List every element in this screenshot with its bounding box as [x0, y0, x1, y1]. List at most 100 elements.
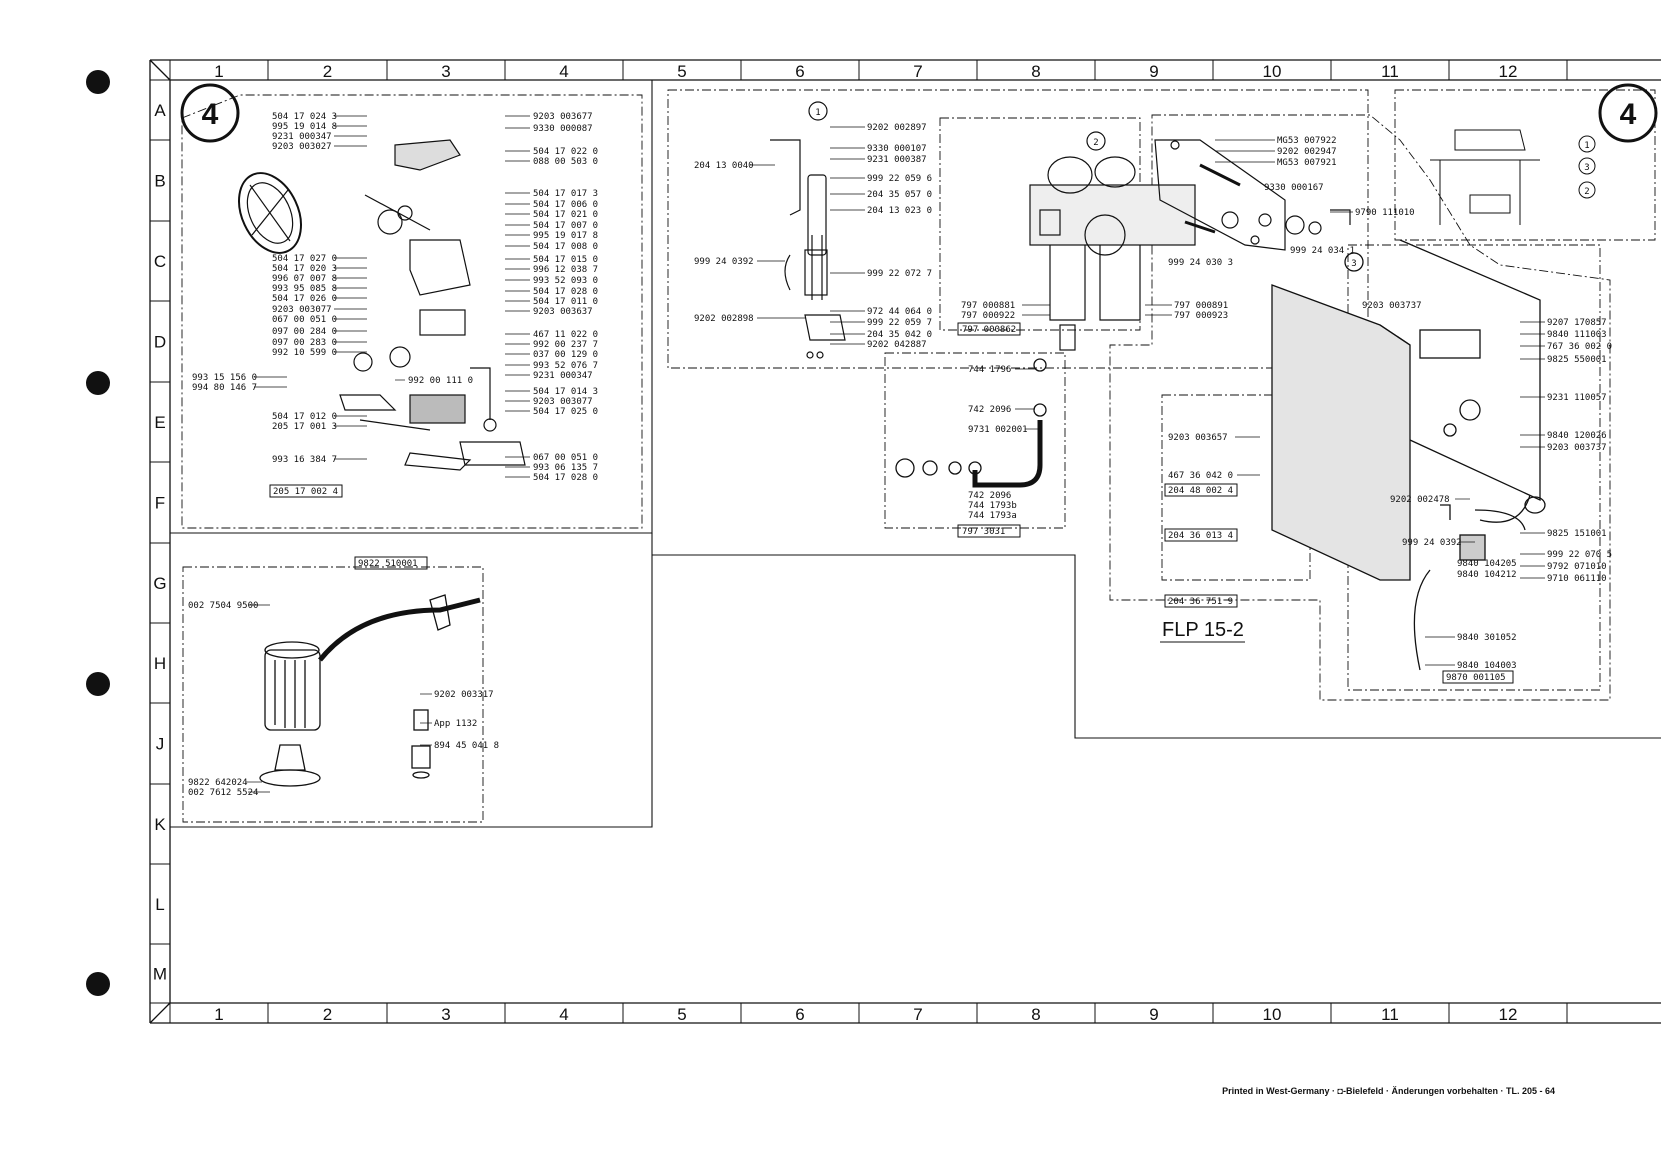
diagram-title: FLP 15-2 [1162, 619, 1244, 641]
column-label: 8 [1031, 1005, 1040, 1024]
part-number: 504 17 024 3 [272, 112, 337, 122]
part-number: 204 48 002 4 [1168, 486, 1233, 496]
part-number: 205 17 002 4 [273, 487, 338, 497]
part-number: 088 00 503 0 [533, 157, 598, 167]
part-number: 995 19 014 8 [272, 122, 337, 132]
part-number: 9822 510001 [358, 559, 418, 569]
part-number: 002 7504 9500 [188, 601, 258, 611]
part-number: 9202 042887 [867, 340, 927, 350]
row-label: F [155, 494, 165, 513]
part-number: 467 36 042 0 [1168, 471, 1233, 481]
callout-number: 1 [815, 108, 820, 118]
part-number: 797 000881 [961, 301, 1015, 311]
filter-regulator-illustration [1029, 131, 1196, 351]
row-label: L [155, 895, 164, 914]
part-number: 797 000922 [961, 311, 1015, 321]
part-number: 9840 120026 [1547, 431, 1607, 441]
part-number: 205 17 001 3 [272, 422, 337, 432]
machine-overview-illustration [1430, 129, 1540, 225]
part-number: 972 44 064 0 [867, 307, 932, 317]
column-label: 9 [1149, 1005, 1158, 1024]
callout-number: 2 [1584, 187, 1589, 197]
part-number: 9825 151001 [1547, 529, 1607, 539]
panel-borders [170, 80, 1661, 828]
row-label: D [154, 333, 166, 352]
valve-illustration [770, 101, 846, 359]
bracket-illustration [1154, 139, 1351, 251]
column-label: 7 [913, 62, 922, 81]
callout-circle [1578, 157, 1596, 175]
part-number: 742 2096 [968, 405, 1011, 415]
part-number: 9207 170857 [1547, 318, 1607, 328]
part-number: 744 1796 [968, 365, 1011, 375]
part-number: 9231 000347 [272, 132, 332, 142]
part-number: 9840 301052 [1457, 633, 1517, 643]
part-number: 996 07 007 8 [272, 274, 337, 284]
part-number: MG53 007922 [1277, 136, 1337, 146]
part-number: 9203 003027 [272, 142, 332, 152]
part-number: 999 24 0392 [694, 257, 754, 267]
part-number: 067 00 051 0 [533, 453, 598, 463]
part-number: 993 52 076 7 [533, 361, 598, 371]
part-number: 9203 003737 [1362, 301, 1422, 311]
sheet-badge-right: 4 [1598, 83, 1658, 143]
part-number: App 1132 [434, 719, 477, 729]
part-number: 9203 003657 [1168, 433, 1228, 443]
part-number: 504 17 025 0 [533, 407, 598, 417]
label-boxes [269, 322, 1514, 684]
part-number: 894 45 041 8 [434, 741, 499, 751]
part-number: 9202 002947 [1277, 147, 1337, 157]
part-number: 744 1793a [968, 511, 1017, 521]
part-number: 067 00 051 0 [272, 315, 337, 325]
part-number: 9840 104212 [1457, 570, 1517, 580]
callout-number: 1 [1584, 141, 1589, 151]
punch-hole [86, 972, 110, 996]
part-number: 9330 000107 [867, 144, 927, 154]
part-number: 993 15 156 0 [192, 373, 257, 383]
sheet-badge-left: 4 [180, 83, 240, 143]
column-label: 3 [441, 1005, 450, 1024]
column-grid-ticks [169, 60, 1568, 1023]
column-label: 6 [795, 1005, 804, 1024]
part-number: 744 1793b [968, 501, 1017, 511]
part-number: 504 17 008 0 [533, 242, 598, 252]
part-number: 999 22 070 5 [1547, 550, 1612, 560]
column-label: 3 [441, 62, 450, 81]
part-number: 9231 110057 [1547, 393, 1607, 403]
part-number: 504 17 012 0 [272, 412, 337, 422]
part-number: 992 00 237 7 [533, 340, 598, 350]
part-number: 996 12 038 7 [533, 265, 598, 275]
part-number: 797 000891 [1174, 301, 1228, 311]
part-number: 504 17 022 0 [533, 147, 598, 157]
column-label: 12 [1499, 62, 1518, 81]
part-number: 999 22 072 7 [867, 269, 932, 279]
callout-circle [1578, 135, 1596, 153]
part-number: 9790 111010 [1355, 208, 1415, 218]
part-number: 797 000862 [962, 325, 1016, 335]
footer-imprint: Printed in West-Germany · ◘-Bielefeld · … [1222, 1086, 1555, 1096]
part-number: 9731 002001 [968, 425, 1028, 435]
part-number: 9822 642024 [188, 778, 248, 788]
part-number: 9330 000087 [533, 124, 593, 134]
row-label: J [156, 735, 165, 754]
part-number: 995 19 017 8 [533, 231, 598, 241]
part-number: 742 2096 [968, 491, 1011, 501]
part-number: 992 10 599 0 [272, 348, 337, 358]
part-number: 504 17 026 0 [272, 294, 337, 304]
sheet-badge-text: 4 [1620, 98, 1637, 131]
part-number: 999 24 034 1 [1290, 246, 1355, 256]
column-label: 10 [1263, 62, 1282, 81]
part-number: 504 17 007 0 [533, 221, 598, 231]
part-number: 9825 550001 [1547, 355, 1607, 365]
column-label: 12 [1499, 1005, 1518, 1024]
callout-number: 2 [1093, 138, 1098, 148]
part-number: 504 17 006 0 [533, 200, 598, 210]
column-label: 4 [559, 62, 568, 81]
row-label: E [154, 413, 165, 432]
part-number: 504 17 021 0 [533, 210, 598, 220]
